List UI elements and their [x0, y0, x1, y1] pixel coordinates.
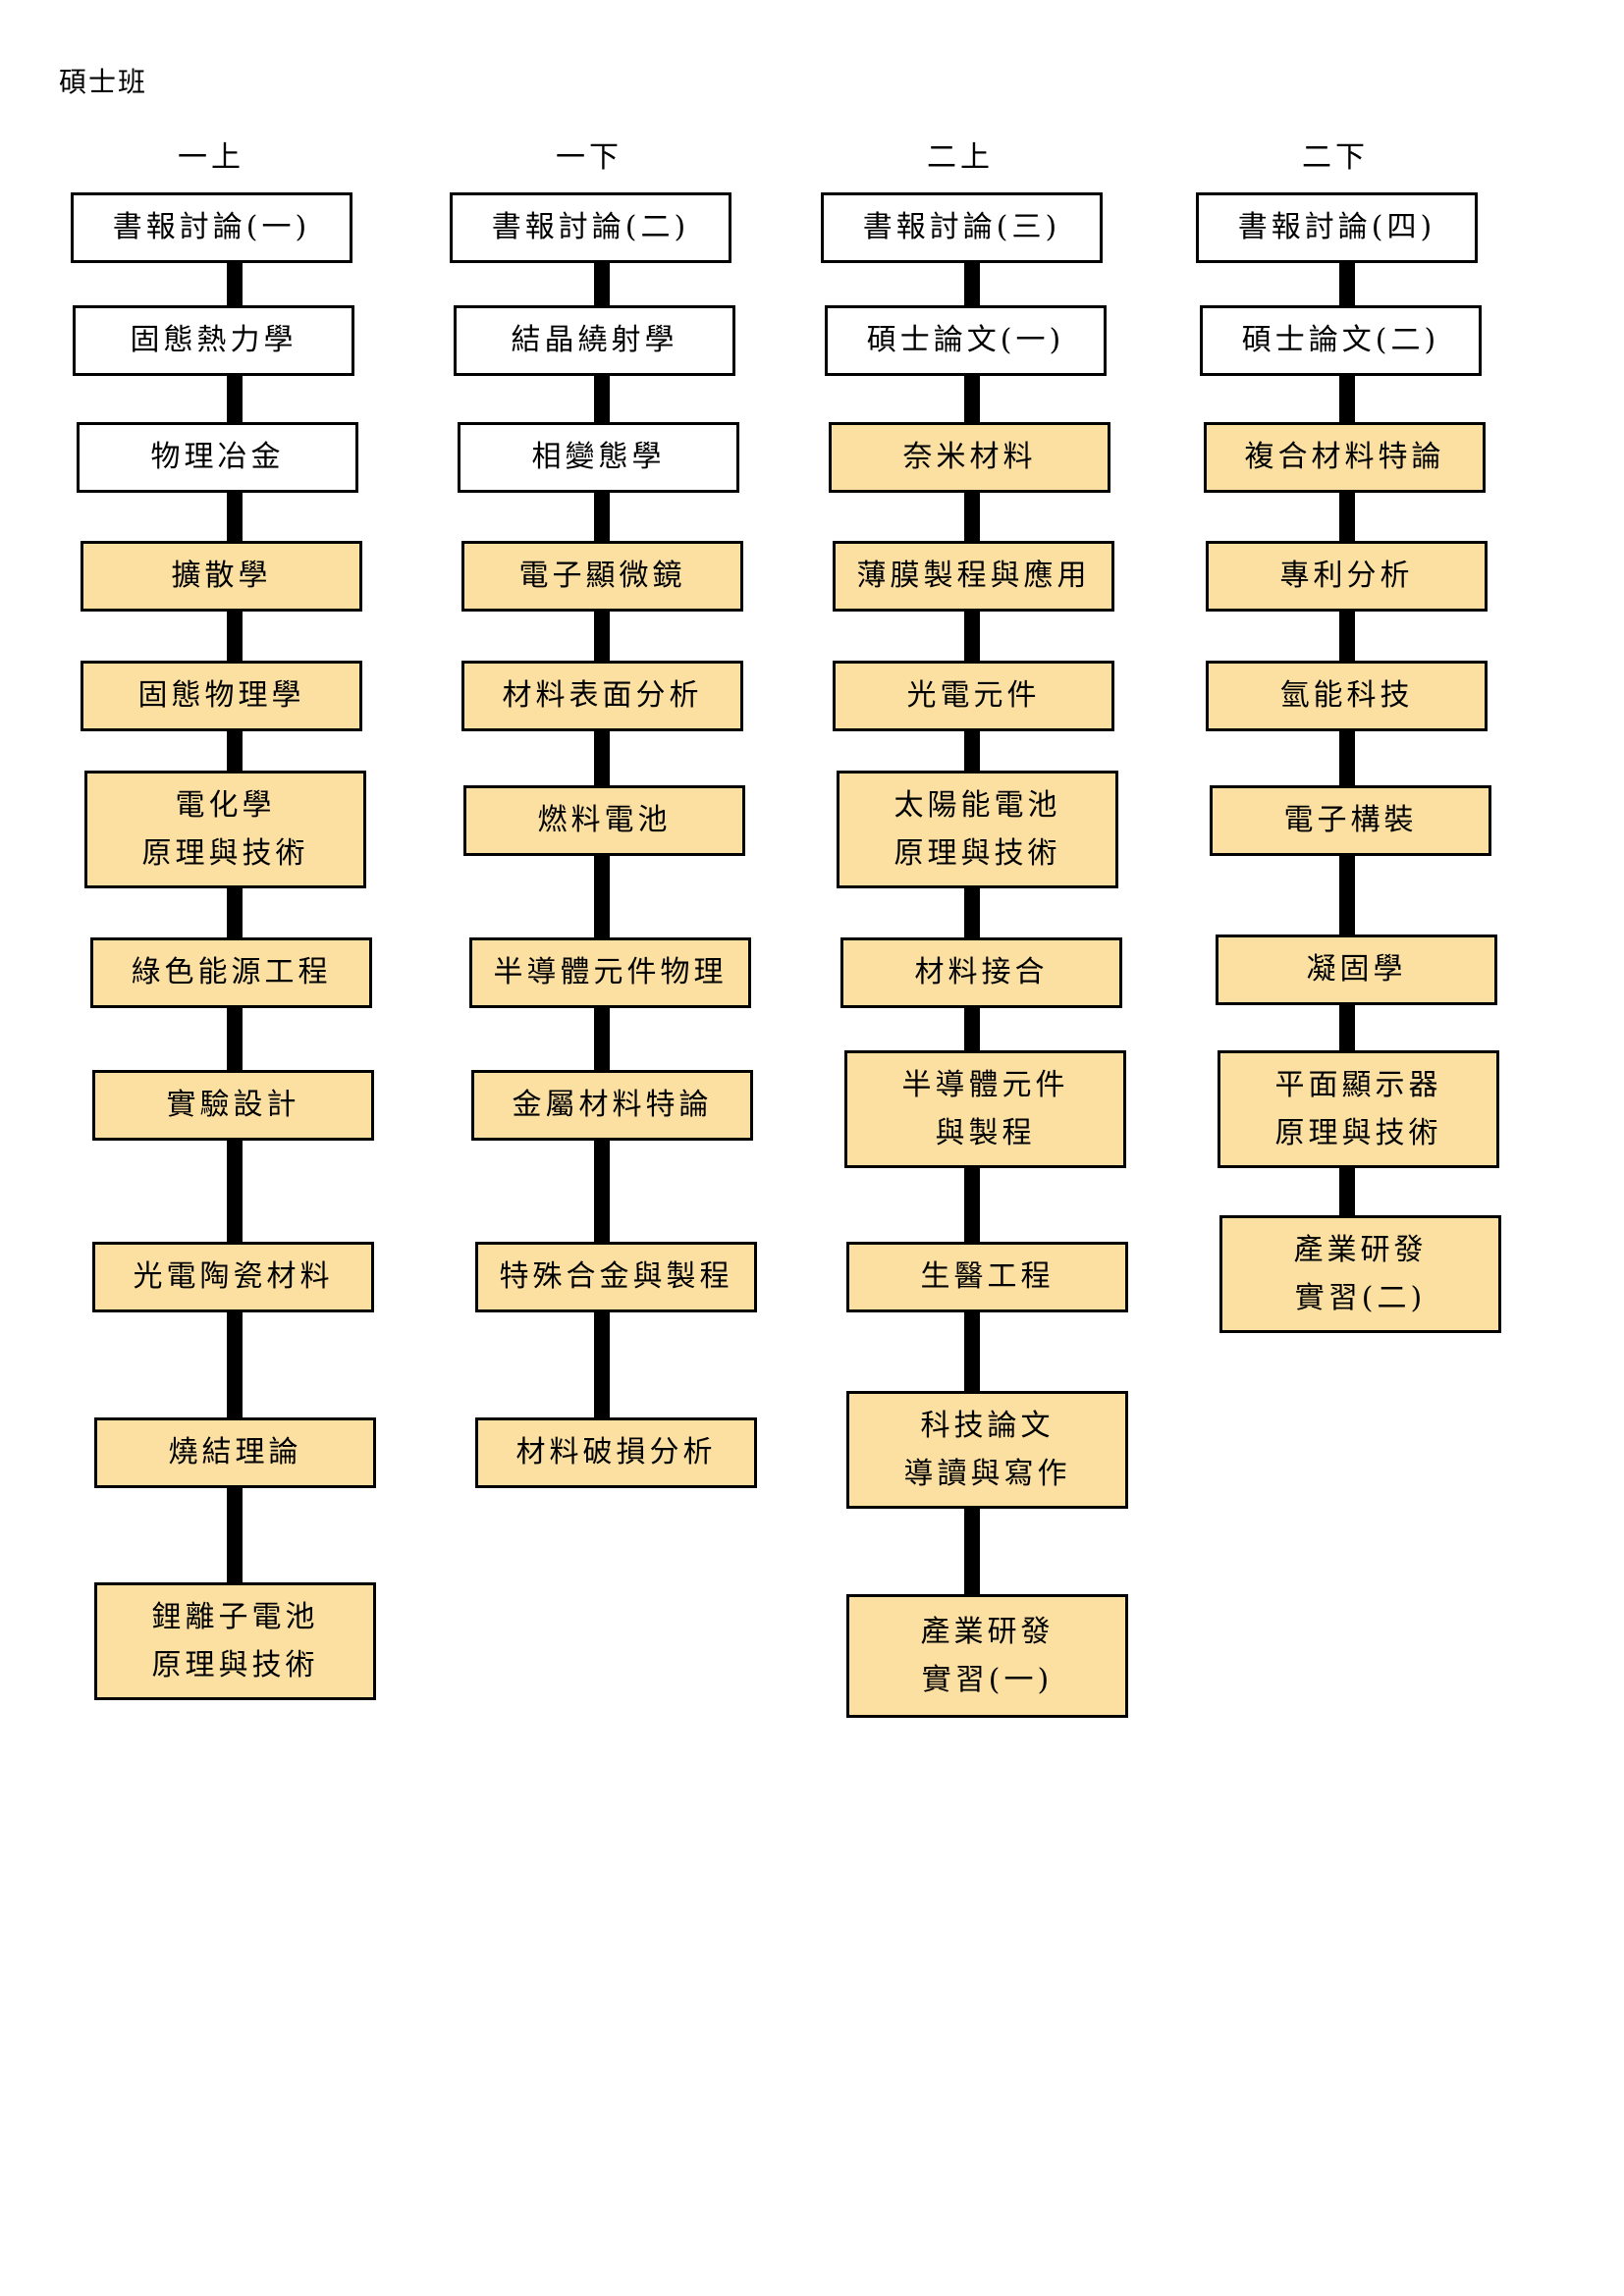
- course-box: 碩士論文(一): [825, 305, 1107, 376]
- course-box: 材料接合: [840, 937, 1122, 1008]
- course-label: 生醫工程: [920, 1259, 1055, 1295]
- course-label: 專利分析: [1279, 559, 1414, 594]
- course-label: 電子顯微鏡: [518, 559, 686, 594]
- course-label: 燃料電池: [537, 803, 672, 838]
- course-label: 書報討論(四): [1237, 210, 1436, 245]
- course-box: 特殊合金與製程: [475, 1242, 757, 1312]
- course-box: 電子構裝: [1210, 785, 1491, 856]
- course-box: 奈米材料: [829, 422, 1110, 493]
- course-label: 材料接合: [914, 955, 1049, 990]
- course-box: 氫能科技: [1206, 661, 1488, 731]
- course-label: 凝固學: [1306, 952, 1407, 988]
- course-box: 碩士論文(二): [1200, 305, 1482, 376]
- course-label: 綠色能源工程: [131, 955, 332, 990]
- course-box: 物理冶金: [77, 422, 358, 493]
- course-box: 凝固學: [1216, 934, 1497, 1005]
- course-box: 太陽能電池原理與技術: [837, 771, 1118, 888]
- course-box: 相變態學: [458, 422, 739, 493]
- course-box: 電化學原理與技術: [84, 771, 366, 888]
- column-header-4: 二下: [1302, 140, 1369, 175]
- course-label: 書報討論(二): [491, 210, 690, 245]
- course-label: 物理冶金: [150, 440, 285, 475]
- course-label: 固態物理學: [137, 678, 305, 714]
- course-box: 電子顯微鏡: [461, 541, 743, 612]
- course-box: 平面顯示器原理與技術: [1218, 1050, 1499, 1168]
- course-box: 複合材料特論: [1204, 422, 1486, 493]
- course-box: 薄膜製程與應用: [833, 541, 1114, 612]
- course-label: 燒結理論: [168, 1435, 302, 1470]
- course-label: 實習(二): [1294, 1281, 1427, 1315]
- course-label: 電化學: [175, 787, 276, 823]
- course-label: 平面顯示器: [1274, 1067, 1442, 1102]
- course-label: 與製程: [935, 1116, 1036, 1150]
- course-box: 半導體元件物理: [469, 937, 751, 1008]
- course-label: 導讀與寫作: [903, 1457, 1071, 1491]
- course-label: 原理與技術: [151, 1648, 319, 1682]
- course-box: 實驗設計: [92, 1070, 374, 1141]
- course-label: 薄膜製程與應用: [856, 559, 1091, 594]
- page-title: 碩士班: [59, 66, 148, 98]
- course-label: 複合材料特論: [1244, 440, 1445, 475]
- course-label: 科技論文: [920, 1408, 1055, 1443]
- course-box: 書報討論(一): [71, 192, 352, 263]
- course-box: 結晶繞射學: [454, 305, 735, 376]
- column-header-3: 二上: [927, 140, 994, 175]
- course-label: 書報討論(三): [862, 210, 1061, 245]
- course-box: 燒結理論: [94, 1417, 376, 1488]
- column-header-1: 一上: [178, 140, 244, 175]
- course-box: 光電陶瓷材料: [92, 1242, 374, 1312]
- course-box: 固態熱力學: [73, 305, 354, 376]
- course-box: 材料破損分析: [475, 1417, 757, 1488]
- course-label: 實習(一): [921, 1663, 1054, 1697]
- course-label: 材料破損分析: [515, 1435, 717, 1470]
- course-label: 太陽能電池: [893, 787, 1061, 823]
- course-label: 光電陶瓷材料: [133, 1259, 334, 1295]
- course-label: 半導體元件物理: [493, 955, 728, 990]
- course-label: 相變態學: [531, 440, 666, 475]
- course-box: 專利分析: [1206, 541, 1488, 612]
- course-box: 產業研發實習(一): [846, 1594, 1128, 1718]
- course-label: 鋰離子電池: [151, 1599, 319, 1634]
- column-header-2: 一下: [556, 140, 623, 175]
- course-box: 燃料電池: [463, 785, 745, 856]
- course-box: 書報討論(二): [450, 192, 731, 263]
- course-label: 產業研發: [920, 1614, 1055, 1649]
- course-label: 材料表面分析: [502, 678, 703, 714]
- course-box: 鋰離子電池原理與技術: [94, 1582, 376, 1700]
- course-box: 材料表面分析: [461, 661, 743, 731]
- course-label: 碩士論文(二): [1241, 323, 1440, 358]
- course-box: 產業研發實習(二): [1219, 1215, 1501, 1333]
- course-label: 碩士論文(一): [866, 323, 1065, 358]
- course-box: 綠色能源工程: [90, 937, 372, 1008]
- course-box: 金屬材料特論: [471, 1070, 753, 1141]
- course-box: 固態物理學: [81, 661, 362, 731]
- course-box: 書報討論(四): [1196, 192, 1478, 263]
- course-label: 奈米材料: [902, 440, 1037, 475]
- course-label: 原理與技術: [1274, 1116, 1442, 1150]
- course-label: 擴散學: [171, 559, 272, 594]
- course-label: 氫能科技: [1279, 678, 1414, 714]
- course-label: 金屬材料特論: [512, 1088, 713, 1123]
- course-label: 結晶繞射學: [511, 323, 678, 358]
- course-label: 原理與技術: [893, 836, 1061, 871]
- course-label: 特殊合金與製程: [499, 1259, 733, 1295]
- course-box: 科技論文導讀與寫作: [846, 1391, 1128, 1509]
- course-label: 原理與技術: [141, 836, 309, 871]
- course-label: 固態熱力學: [130, 323, 298, 358]
- course-label: 半導體元件: [901, 1067, 1069, 1102]
- course-label: 電子構裝: [1283, 803, 1418, 838]
- course-label: 實驗設計: [166, 1088, 300, 1123]
- course-box: 生醫工程: [846, 1242, 1128, 1312]
- course-box: 書報討論(三): [821, 192, 1103, 263]
- course-label: 產業研發: [1293, 1232, 1428, 1267]
- course-box: 擴散學: [81, 541, 362, 612]
- course-box: 光電元件: [833, 661, 1114, 731]
- course-label: 書報討論(一): [112, 210, 311, 245]
- course-label: 光電元件: [906, 678, 1041, 714]
- course-box: 半導體元件與製程: [844, 1050, 1126, 1168]
